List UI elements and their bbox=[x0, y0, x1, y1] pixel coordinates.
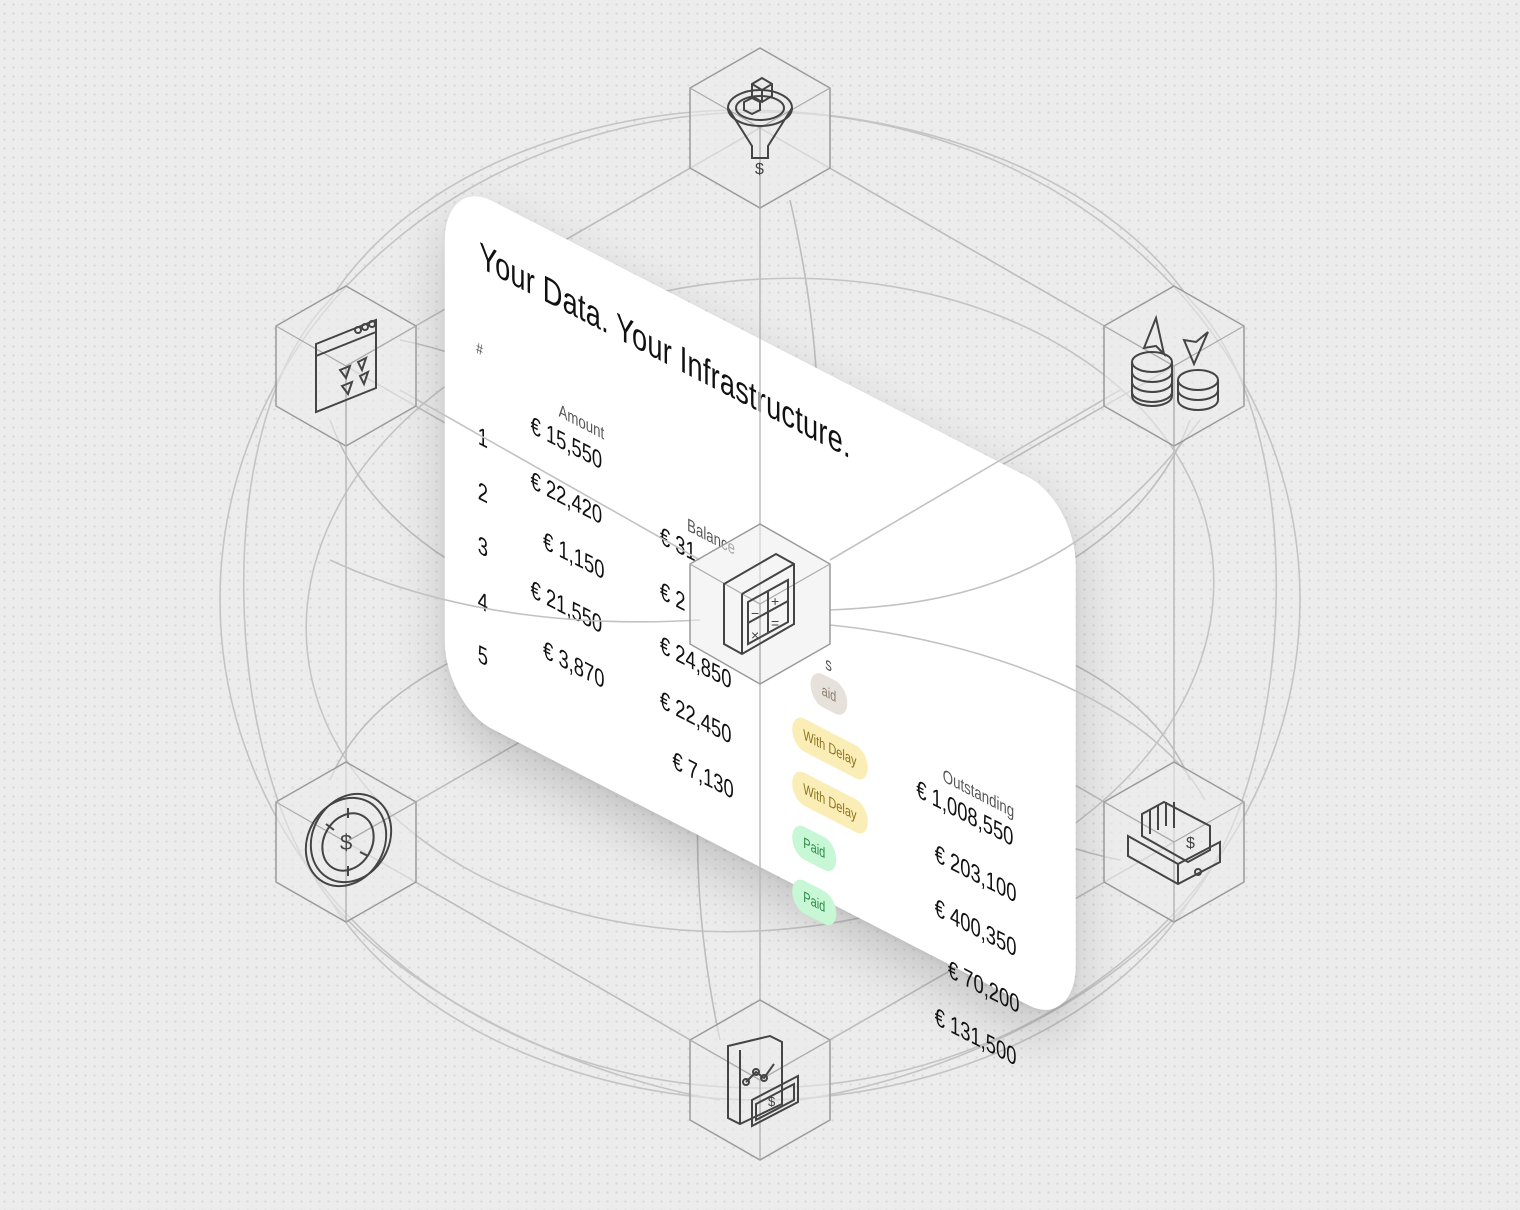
svg-text:=: = bbox=[771, 615, 779, 631]
report-banknote-icon: $ bbox=[727, 1034, 799, 1128]
svg-text:−: − bbox=[751, 605, 759, 621]
calculator-icon: − + × = bbox=[723, 552, 795, 656]
cube-coins bbox=[1103, 285, 1245, 447]
coins-growth-icon bbox=[1131, 314, 1219, 411]
svg-text:×: × bbox=[751, 627, 759, 643]
app-window-icon bbox=[315, 318, 377, 414]
cube-report: $ bbox=[689, 999, 831, 1161]
cube-window bbox=[275, 285, 417, 447]
cube-register: $ bbox=[1103, 761, 1245, 923]
svg-text:$: $ bbox=[1186, 835, 1195, 852]
cube-funnel: $ bbox=[689, 47, 831, 209]
cash-register-icon: $ bbox=[1127, 800, 1221, 886]
svg-text:$: $ bbox=[340, 830, 352, 855]
orbit-middle bbox=[305, 277, 1215, 933]
cube-target: $ bbox=[275, 761, 417, 923]
sales-funnel-icon: $ bbox=[727, 76, 793, 178]
svg-text:$: $ bbox=[755, 161, 764, 178]
cube-calculator: − + × = bbox=[689, 523, 831, 685]
svg-text:$: $ bbox=[768, 1094, 776, 1109]
svg-text:+: + bbox=[771, 593, 779, 609]
